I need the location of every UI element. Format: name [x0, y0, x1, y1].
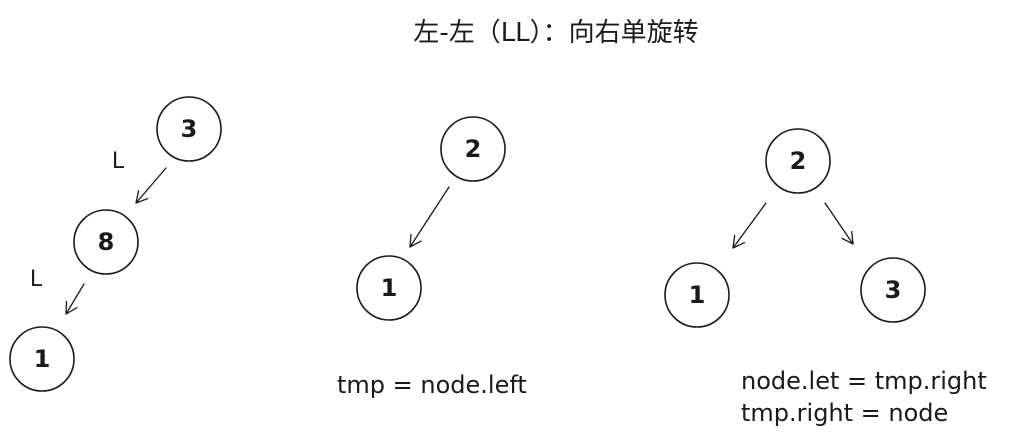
code-line: tmp.right = node [741, 399, 948, 427]
tree-node: 3 [860, 257, 926, 323]
edge-8-to-1 [65, 283, 85, 315]
tree-node: 2 [765, 128, 831, 194]
tree-node: 8 [73, 209, 139, 275]
node-label: 3 [181, 115, 198, 143]
panel-after: 2 1 3 node.let = tmp.right tmp.right = n… [664, 128, 987, 427]
tree-node: 1 [356, 255, 422, 321]
tree-node: 3 [156, 96, 222, 162]
edge-3-to-8 [135, 167, 167, 204]
panel-before: L L 3 8 1 [9, 96, 222, 392]
node-label: 2 [790, 147, 807, 175]
edge-label-l-upper: L [112, 149, 125, 174]
node-label: 2 [465, 135, 482, 163]
panel-step-tmp: 2 1 tmp = node.left [337, 116, 527, 399]
edge-2-to-1-result [732, 202, 767, 249]
code-line: node.let = tmp.right [741, 367, 987, 395]
tree-node: 1 [9, 326, 75, 392]
tree-node: 2 [440, 116, 506, 182]
tree-node: 1 [664, 262, 730, 328]
node-label: 8 [98, 228, 115, 256]
node-label: 3 [885, 276, 902, 304]
node-label: 1 [34, 345, 51, 373]
edge-2-to-1 [409, 186, 450, 248]
diagram-title: 左-左（LL）：向右单旋转 [413, 18, 698, 48]
node-label: 1 [689, 281, 706, 309]
edge-2-to-3-result [824, 202, 854, 245]
node-label: 1 [381, 274, 398, 302]
edge-label-l-lower: L [30, 267, 43, 292]
code-line: tmp = node.left [337, 371, 527, 399]
